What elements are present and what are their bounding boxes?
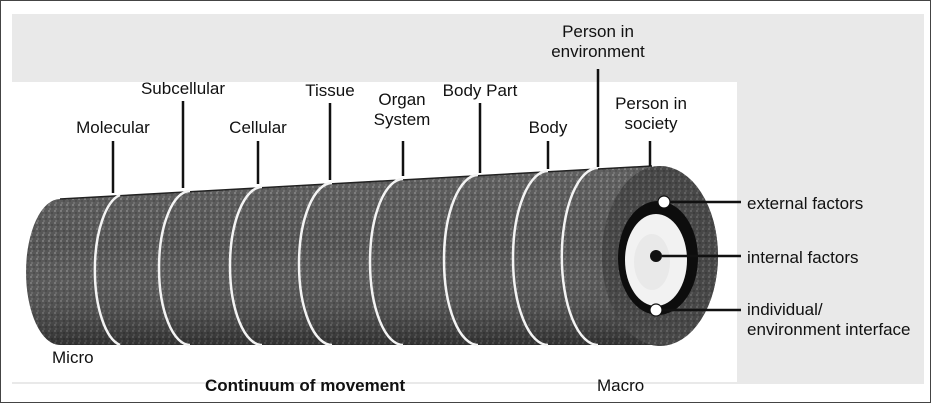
interface-label: individual/ environment interface (747, 300, 910, 340)
external-factors-marker (658, 196, 670, 208)
internal-factors-marker (650, 250, 662, 262)
level-label-cellular: Cellular (229, 118, 287, 138)
level-label-person-in-society: Person in society (615, 94, 687, 134)
level-label-body: Body (529, 118, 568, 138)
level-label-organ-system: Organ System (374, 90, 431, 130)
micro-label: Micro (52, 348, 94, 368)
level-label-person-in-environment: Person in environment (551, 22, 645, 62)
interface-marker (650, 304, 662, 316)
macro-label: Macro (597, 376, 644, 396)
level-label-tissue: Tissue (305, 81, 354, 101)
internal-factors-label: internal factors (747, 248, 859, 268)
level-label-subcellular: Subcellular (141, 79, 225, 99)
caption: Continuum of movement (205, 376, 405, 396)
level-label-body-part: Body Part (443, 81, 518, 101)
external-factors-label: external factors (747, 194, 863, 214)
level-label-molecular: Molecular (76, 118, 150, 138)
